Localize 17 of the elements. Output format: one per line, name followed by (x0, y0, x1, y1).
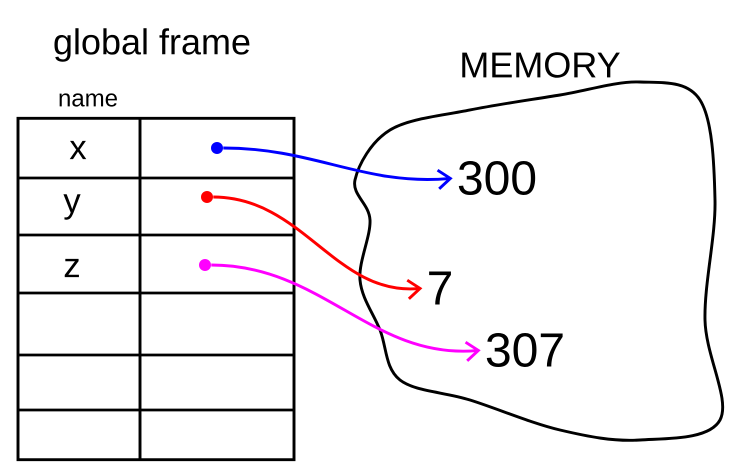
column-header: name (60, 93, 117, 107)
pointer-dot (211, 142, 223, 154)
pointer-dot (199, 259, 211, 271)
value-text: 300 (458, 161, 536, 195)
table (16, 116, 296, 462)
value-text: 7 (429, 271, 451, 304)
arrow (211, 264, 481, 362)
value-text: 307 (486, 333, 563, 367)
arrow (223, 146, 453, 190)
frame-title: global frame (54, 28, 250, 62)
memory-label: MEMORY (462, 52, 620, 78)
cell-label: z (64, 258, 79, 278)
memory-cloud (353, 80, 724, 442)
cell-label: x (70, 140, 86, 160)
pointer-dot (201, 191, 213, 203)
arrow (213, 196, 422, 300)
cell-label: y (63, 194, 81, 220)
